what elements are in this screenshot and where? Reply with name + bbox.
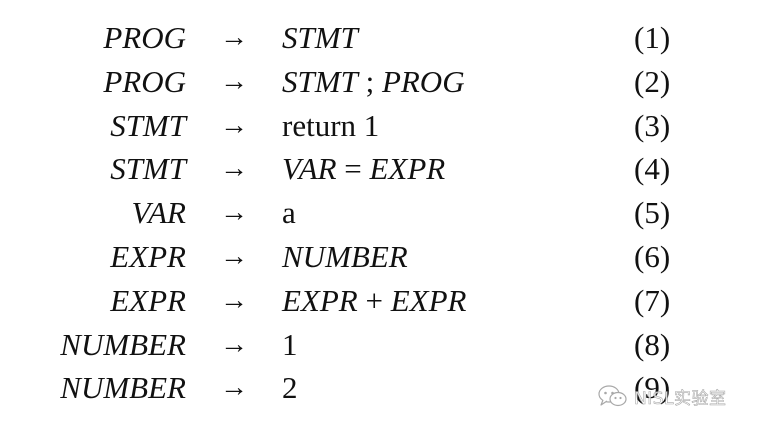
rhs-nonterminal: EXPR [369,151,446,187]
rule-rhs: 1 [282,323,298,367]
rule-lhs: STMT [110,107,186,143]
rule-arrow: → [220,372,248,404]
rule-lhs: NUMBER [60,326,186,362]
rule-arrow: → [220,240,248,272]
rule-number: (1) [634,20,671,55]
rhs-terminal: a [282,195,296,231]
rule-number: (8) [634,326,671,362]
rule-lhs: EXPR [110,282,186,318]
rhs-terminal: return 1 [282,107,380,143]
rule-rhs: 2 [282,366,298,410]
rule-rhs: return 1 [282,104,379,148]
rule-rhs: VAR = EXPR [282,147,445,191]
rule-number: (2) [634,63,671,99]
rule-number: (7) [634,282,671,318]
grammar-rules: PROG → STMT (1) PROG → STMT ; PROG (2) STMT → retu… [0,16,760,410]
rule-rhs: a [282,191,296,235]
rhs-terminal: ; [357,63,382,99]
rhs-terminal: = [336,151,370,187]
rhs-nonterminal: EXPR [282,282,358,318]
rhs-terminal: 2 [282,370,298,406]
rhs-terminal: + [357,282,391,318]
rule-arrow: → [220,284,248,316]
wechat-icon [598,385,627,407]
grammar-rule: VAR → a (5) [0,191,760,235]
rule-rhs: STMT ; PROG [282,60,465,104]
rule-arrow: → [220,153,248,185]
rule-lhs: STMT [110,151,186,187]
rule-arrow: → [220,65,248,97]
rule-arrow: → [220,109,248,141]
rule-number: (9) [634,370,671,406]
grammar-rule: PROG → STMT ; PROG (2) [0,60,760,104]
rhs-nonterminal: PROG [381,63,465,99]
rule-lhs: EXPR [110,238,186,274]
grammar-rule: EXPR → NUMBER (6) [0,235,760,279]
grammar-rule: STMT → VAR = EXPR (4) [0,147,760,191]
rule-arrow: → [220,197,248,229]
grammar-rule: STMT → return 1 (3) [0,104,760,148]
rhs-nonterminal: VAR [282,151,337,187]
watermark-text: NISL实验室 [634,388,727,409]
grammar-rule: NUMBER → 1 (8) [0,323,760,367]
rhs-nonterminal: EXPR [390,282,467,318]
rule-rhs: NUMBER [282,235,408,279]
rule-lhs: VAR [131,195,186,231]
rule-number: (4) [634,151,671,187]
rule-arrow: → [220,22,248,53]
rule-arrow: → [220,328,248,360]
grammar-rule: EXPR → EXPR + EXPR (7) [0,279,760,323]
rule-rhs: EXPR + EXPR [282,279,466,323]
rule-number: (6) [634,238,671,274]
rule-lhs: PROG [103,63,186,99]
rule-number: (5) [634,195,671,231]
rhs-nonterminal: NUMBER [282,238,408,274]
rule-lhs: PROG [103,20,186,55]
watermark: NISL实验室 [598,382,727,410]
rhs-nonterminal: STMT [282,20,358,55]
rule-lhs: NUMBER [60,370,186,406]
rule-rhs: STMT [282,16,358,60]
rhs-terminal: 1 [282,326,298,362]
rhs-nonterminal: STMT [282,63,358,99]
grammar-rule: NUMBER → 2 (9) [0,366,760,410]
rule-number: (3) [634,107,671,143]
grammar-rule: PROG → STMT (1) [0,16,760,60]
